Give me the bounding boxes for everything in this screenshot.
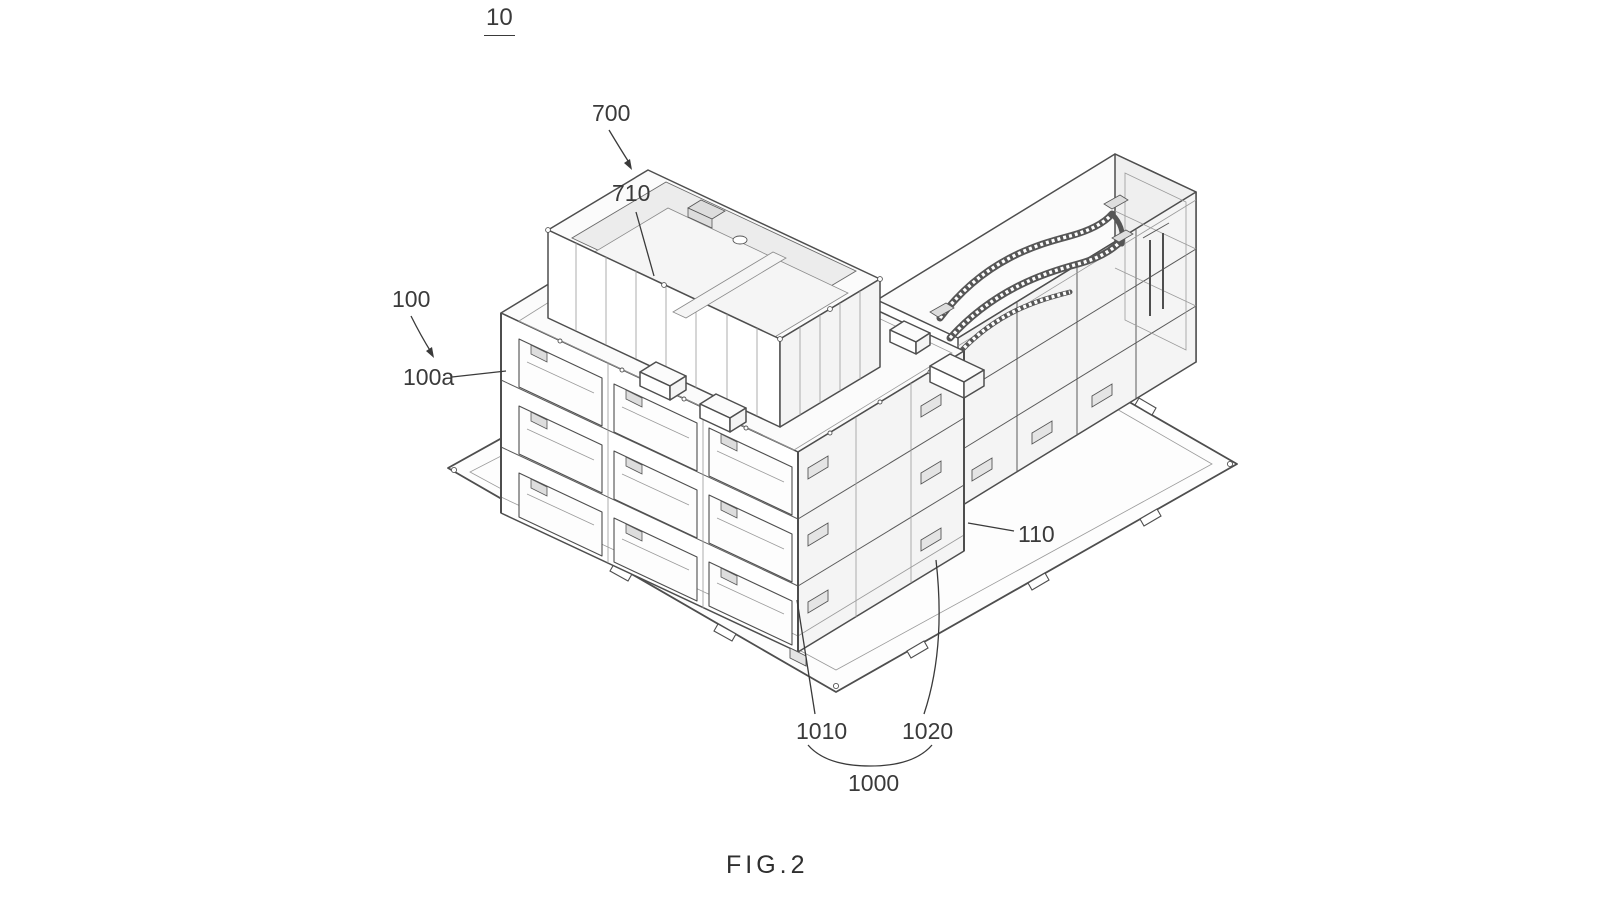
ref-label-110: 110 xyxy=(1018,521,1055,547)
arrow-700 xyxy=(608,129,631,165)
figure-number: 10 xyxy=(484,4,515,36)
brace-1000 xyxy=(869,744,933,767)
top-tray xyxy=(545,169,883,428)
leader-1020 xyxy=(923,559,940,715)
arrow-100 xyxy=(410,315,432,353)
leader-1010 xyxy=(796,599,816,715)
top-components xyxy=(639,320,985,433)
figure-caption: FIG.2 xyxy=(726,851,809,879)
ref-label-1010: 1010 xyxy=(796,718,848,744)
ref-label-100: 100 xyxy=(392,286,431,312)
ref-label-700: 700 xyxy=(592,100,631,126)
ref-label-1020: 1020 xyxy=(902,718,954,744)
ref-label-100a: 100a xyxy=(403,364,455,390)
ref-label-1000: 1000 xyxy=(848,770,900,796)
leader-110 xyxy=(967,522,1015,532)
ref-label-710: 710 xyxy=(612,180,651,206)
leader-100a xyxy=(451,370,507,378)
leader-710 xyxy=(635,211,655,277)
brace-1000 xyxy=(807,744,871,767)
coolant-hoses xyxy=(929,194,1134,355)
leader-lines xyxy=(410,129,1015,767)
